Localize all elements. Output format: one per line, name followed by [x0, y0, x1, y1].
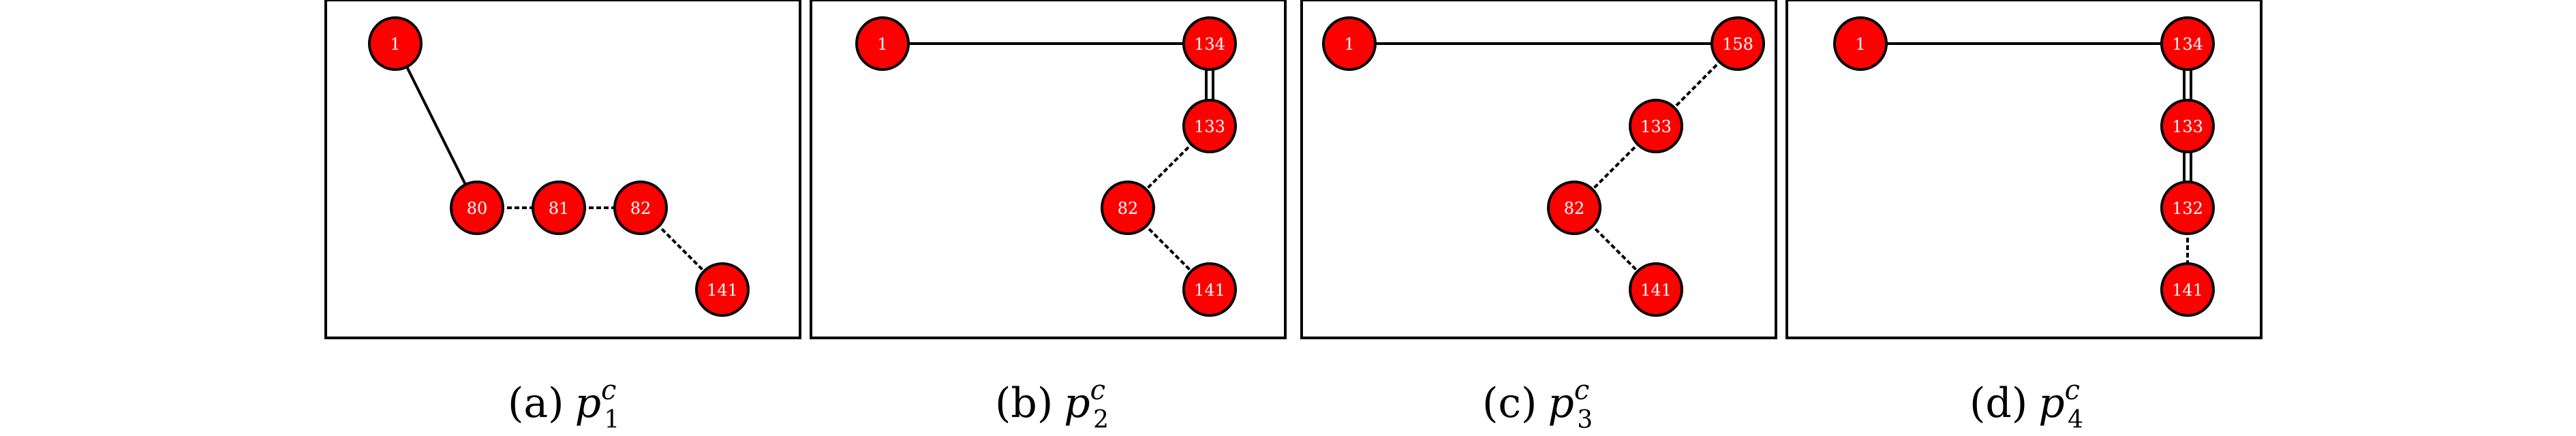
node-circle — [532, 181, 586, 235]
node-layer: 1 134 133 132 141 — [1833, 16, 2215, 317]
node-82: 82 — [613, 181, 668, 235]
caption-sup: c — [601, 375, 616, 406]
node-label: 141 — [707, 281, 738, 300]
node-81: 81 — [532, 181, 586, 235]
node-circle — [1182, 99, 1237, 153]
node-134: 134 — [1182, 16, 1237, 71]
node-circle — [1547, 181, 1601, 235]
node-label: 1 — [1855, 35, 1865, 54]
node-141: 141 — [2160, 262, 2215, 317]
panel-frame — [1300, 0, 1777, 339]
caption-var: p — [2038, 379, 2064, 427]
node-layer: 1 158 133 82 141 — [1322, 16, 1765, 317]
node-82: 82 — [1101, 181, 1155, 235]
node-133: 133 — [1182, 99, 1237, 153]
node-circle — [1711, 16, 1765, 71]
node-80: 80 — [450, 181, 504, 235]
caption-var: p — [1548, 379, 1574, 427]
node-circle — [695, 262, 750, 317]
node-141: 141 — [695, 262, 750, 317]
node-circle — [2160, 262, 2215, 317]
node-label: 82 — [1118, 199, 1139, 218]
node-label: 1 — [390, 35, 400, 54]
caption-sup: c — [1090, 375, 1105, 406]
node-label: 141 — [2172, 281, 2203, 300]
node-circle — [1833, 16, 1888, 71]
caption-sub: 2 — [1093, 406, 1109, 434]
node-label: 134 — [1194, 35, 1225, 54]
node-133: 133 — [2160, 99, 2215, 153]
node-label: 134 — [2172, 35, 2203, 54]
node-label: 141 — [1194, 281, 1225, 300]
node-141: 141 — [1629, 262, 1683, 317]
node-layer: 1 134 133 82 141 — [855, 16, 1237, 317]
caption-sub: 1 — [604, 406, 619, 434]
node-circle — [855, 16, 910, 71]
node-label: 81 — [549, 199, 570, 218]
node-82: 82 — [1547, 181, 1601, 235]
node-circle — [613, 181, 668, 235]
node-circle — [1322, 16, 1377, 71]
node-circle — [1182, 16, 1237, 71]
node-label: 82 — [630, 199, 651, 218]
caption-prefix: (c) — [1482, 379, 1537, 427]
node-label: 1 — [877, 35, 887, 54]
node-141: 141 — [1182, 262, 1237, 317]
node-132: 132 — [2160, 181, 2215, 235]
node-layer: 1 80 81 82 141 — [368, 16, 750, 317]
node-label: 141 — [1640, 281, 1672, 300]
node-circle — [2160, 181, 2215, 235]
node-133: 133 — [1629, 99, 1683, 153]
node-label: 133 — [2172, 117, 2203, 136]
caption-sub: 4 — [2068, 406, 2083, 434]
node-circle — [1629, 99, 1683, 153]
caption-sub: 3 — [1577, 406, 1593, 434]
edge-1-80 — [394, 43, 478, 208]
node-158: 158 — [1711, 16, 1765, 71]
node-label: 133 — [1194, 117, 1225, 136]
node-label: 132 — [2172, 199, 2203, 218]
caption-prefix: (a) — [508, 379, 564, 427]
caption-var: p — [1064, 379, 1090, 427]
node-circle — [1182, 262, 1237, 317]
node-label: 133 — [1640, 117, 1672, 136]
caption-prefix: (b) — [995, 379, 1053, 427]
node-circle — [368, 16, 423, 71]
caption-sup: c — [2065, 375, 2080, 406]
node-label: 80 — [467, 199, 488, 218]
node-label: 82 — [1564, 199, 1585, 218]
node-circle — [1629, 262, 1683, 317]
node-1: 1 — [368, 16, 423, 71]
node-134: 134 — [2160, 16, 2215, 71]
node-1: 1 — [855, 16, 910, 71]
node-circle — [2160, 99, 2215, 153]
node-label: 158 — [1722, 35, 1753, 54]
node-1: 1 — [1833, 16, 1888, 71]
node-circle — [450, 181, 504, 235]
caption-var: p — [575, 379, 601, 427]
node-label: 1 — [1344, 35, 1354, 54]
caption-sup: c — [1574, 375, 1589, 406]
caption-prefix: (d) — [1969, 379, 2027, 427]
node-1: 1 — [1322, 16, 1377, 71]
node-circle — [1101, 181, 1155, 235]
node-circle — [2160, 16, 2215, 71]
